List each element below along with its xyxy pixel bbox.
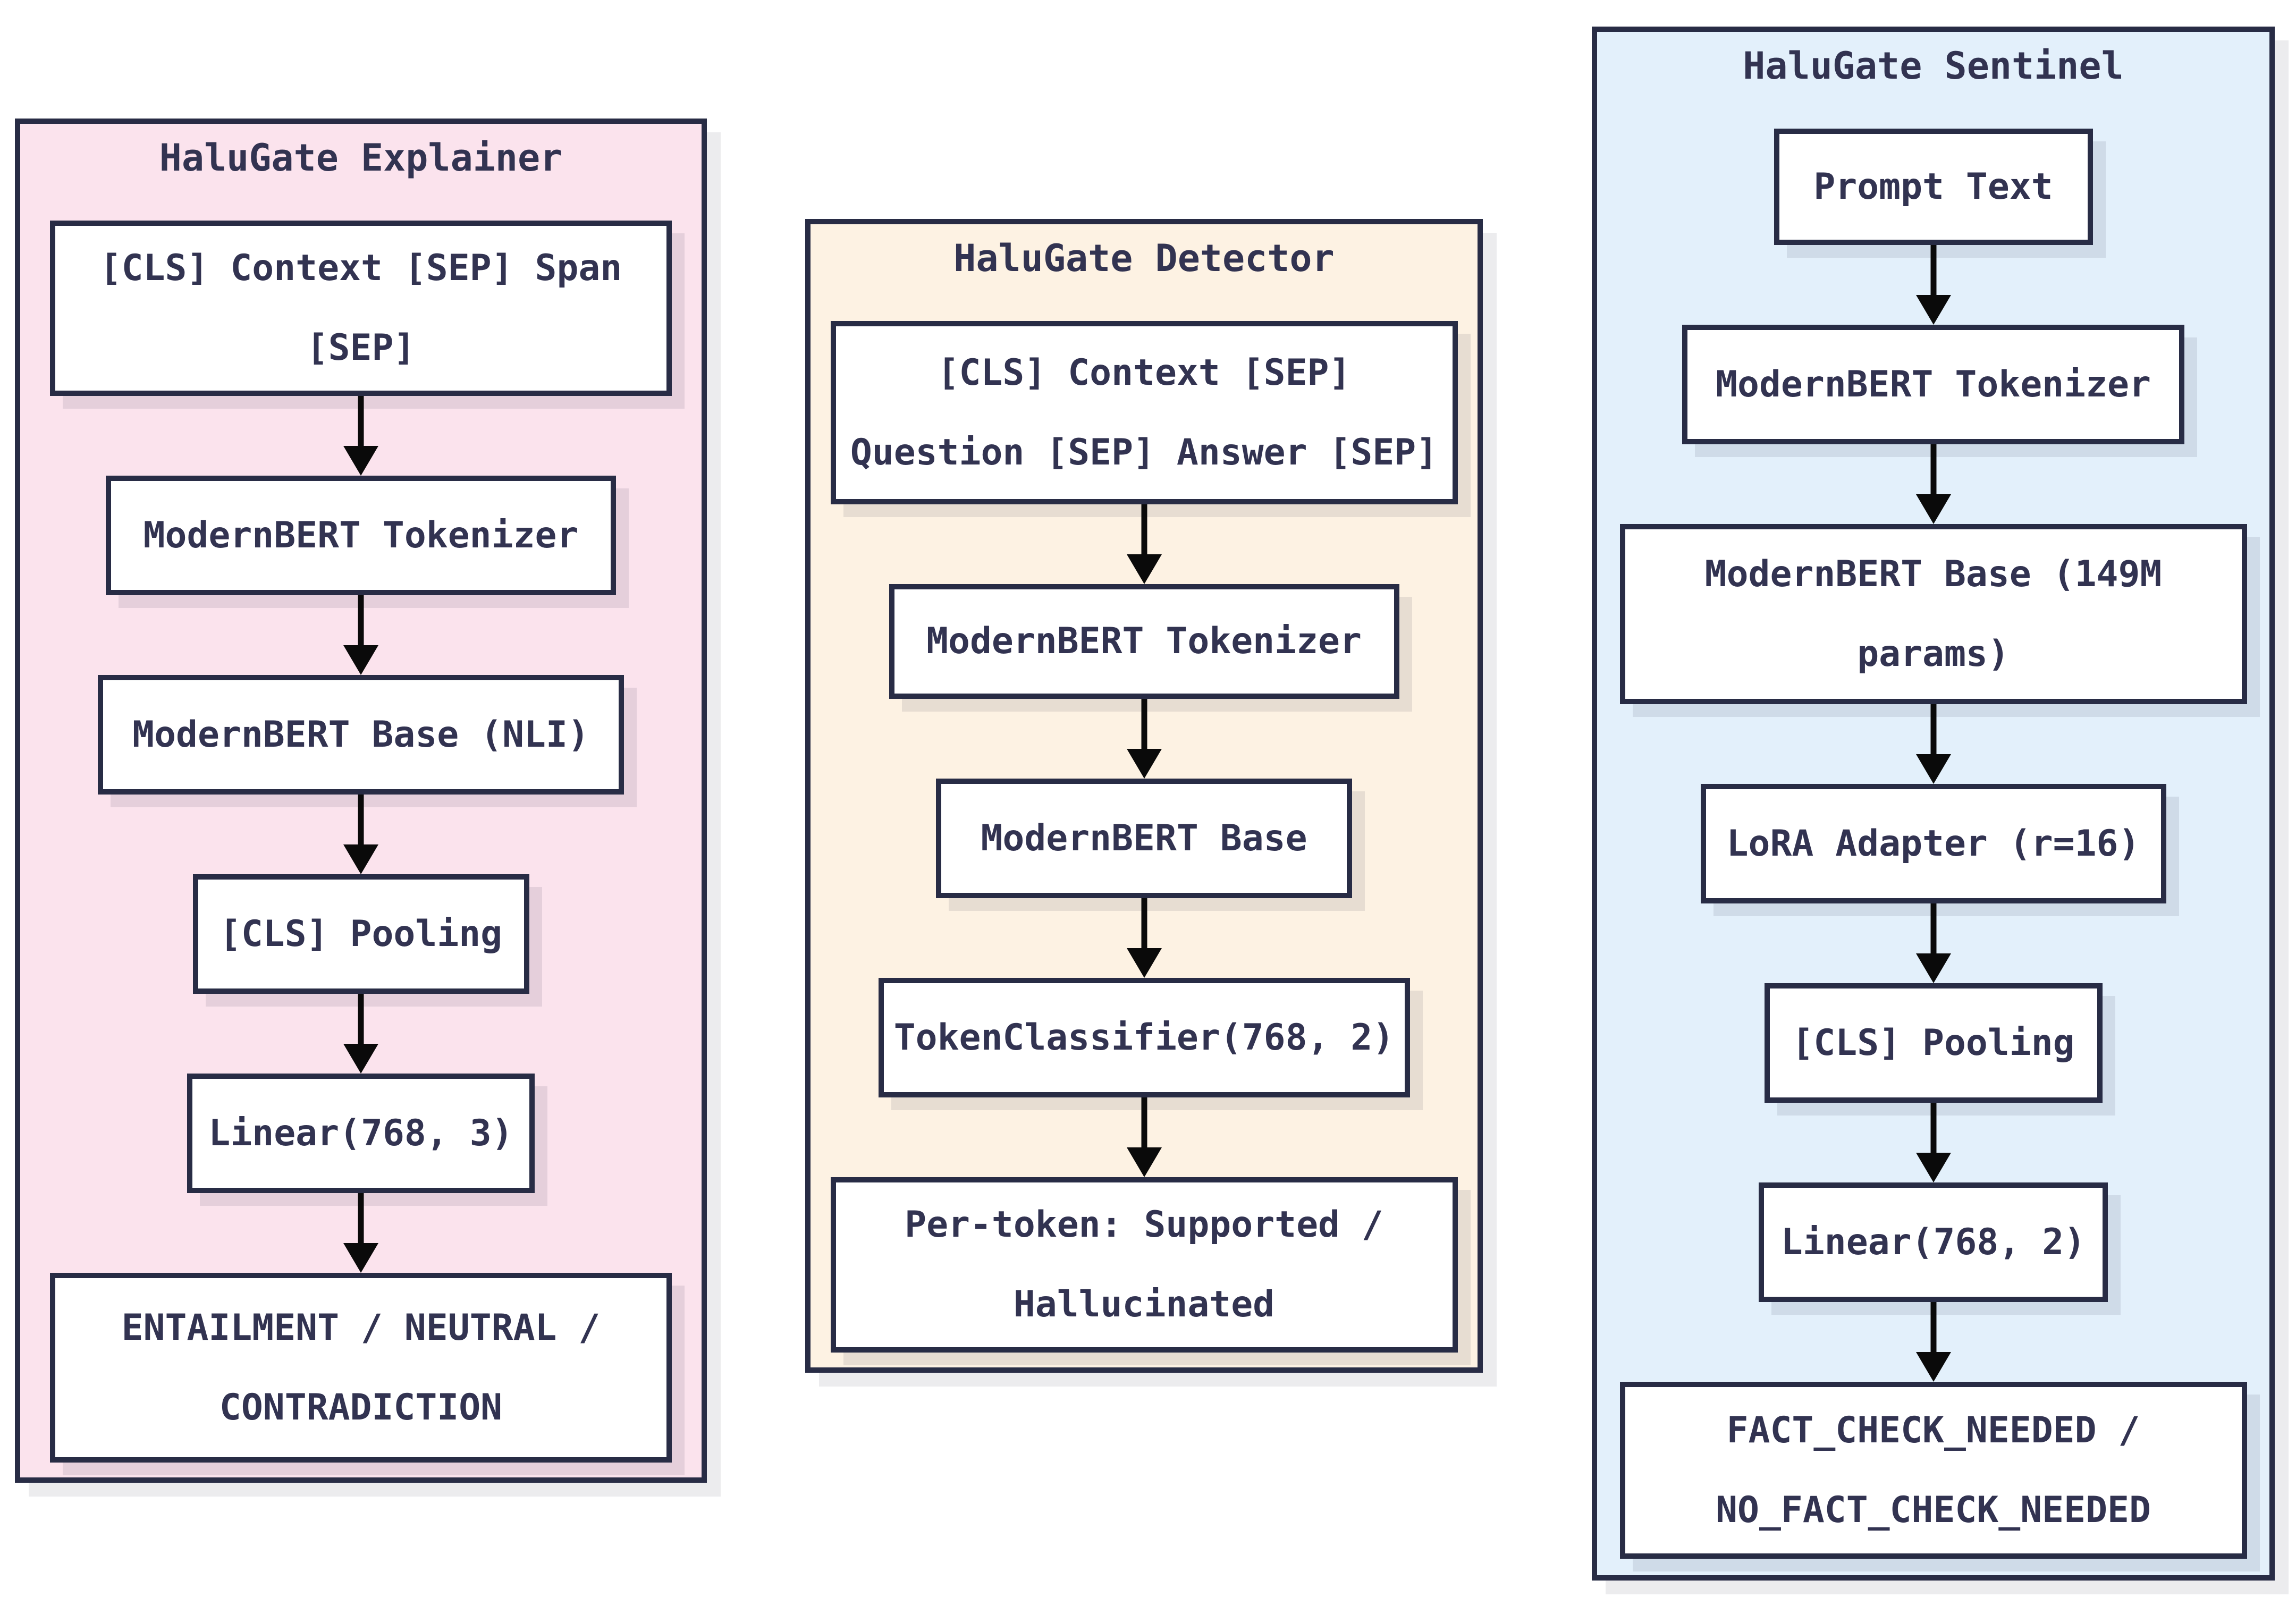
down-arrow-icon	[1915, 1103, 1952, 1182]
panel-title-sentinel: HaluGate Sentinel	[1743, 44, 2124, 88]
arrow-head	[1126, 1147, 1162, 1177]
node-explainer-output: ENTAILMENT / NEUTRAL / CONTRADICTION	[50, 1273, 672, 1463]
arrow-shaft	[358, 1193, 364, 1245]
arrow-shaft	[1930, 704, 1936, 756]
arrow-shaft	[1930, 245, 1936, 297]
down-arrow-icon	[1126, 898, 1163, 978]
arrow-shaft	[1930, 1103, 1936, 1155]
node-sentinel-lora-adapter: LoRA Adapter (r=16)	[1700, 784, 2166, 903]
down-arrow-icon	[1126, 1097, 1163, 1177]
node-explainer-base-nli: ModernBERT Base (NLI)	[98, 675, 624, 795]
arrow-head	[343, 645, 378, 675]
arrow-head	[343, 844, 378, 874]
node-detector-tokenizer: ModernBERT Tokenizer	[889, 584, 1399, 699]
arrow-shaft	[1141, 699, 1147, 751]
arrow-shaft	[358, 595, 364, 647]
node-explainer-input: [CLS] Context [SEP] Span [SEP]	[50, 221, 672, 396]
arrow-head	[1915, 295, 1951, 325]
down-arrow-icon	[342, 595, 379, 675]
arrow-head	[1915, 953, 1951, 983]
sentinel-flow: Prompt Text ModernBERT Tokenizer ModernB…	[1619, 129, 2247, 1559]
arrow-head	[1126, 554, 1162, 584]
arrow-shaft	[1930, 444, 1936, 496]
down-arrow-icon	[342, 1193, 379, 1273]
down-arrow-icon	[1915, 903, 1952, 983]
down-arrow-icon	[1915, 245, 1952, 325]
down-arrow-icon	[1915, 704, 1952, 784]
arrow-shaft	[1930, 1302, 1936, 1354]
arrow-head	[1915, 754, 1951, 784]
arrow-head	[1915, 494, 1951, 524]
down-arrow-icon	[1915, 444, 1952, 524]
down-arrow-icon	[1126, 699, 1163, 779]
node-explainer-tokenizer: ModernBERT Tokenizer	[106, 476, 616, 595]
arrow-shaft	[1141, 504, 1147, 556]
arrow-head	[1915, 1153, 1951, 1182]
node-detector-token-classifier: TokenClassifier(768, 2)	[878, 978, 1410, 1097]
arrow-head	[343, 446, 378, 476]
arrow-head	[1126, 749, 1162, 779]
node-detector-base: ModernBERT Base	[936, 779, 1352, 898]
node-sentinel-linear: Linear(768, 2)	[1759, 1182, 2108, 1302]
panel-title-explainer: HaluGate Explainer	[159, 136, 563, 180]
node-sentinel-tokenizer: ModernBERT Tokenizer	[1682, 325, 2184, 444]
arrow-head	[1915, 1352, 1951, 1382]
node-detector-output: Per-token: Supported / Hallucinated	[830, 1177, 1458, 1353]
detector-flow: [CLS] Context [SEP] Question [SEP] Answe…	[830, 321, 1458, 1353]
panel-halugate-sentinel: HaluGate Sentinel Prompt Text ModernBERT…	[1592, 27, 2275, 1581]
arrow-shaft	[1141, 1097, 1147, 1150]
node-sentinel-cls-pooling: [CLS] Pooling	[1764, 983, 2103, 1103]
panel-halugate-detector: HaluGate Detector [CLS] Context [SEP] Qu…	[805, 219, 1483, 1373]
arrow-head	[1126, 948, 1162, 978]
down-arrow-icon	[1126, 504, 1163, 584]
arrow-shaft	[358, 994, 364, 1046]
arrow-shaft	[358, 396, 364, 448]
arrow-shaft	[1141, 898, 1147, 950]
panel-halugate-explainer: HaluGate Explainer [CLS] Context [SEP] S…	[15, 119, 707, 1483]
panel-title-detector: HaluGate Detector	[953, 236, 1335, 280]
node-detector-input: [CLS] Context [SEP] Question [SEP] Answe…	[830, 321, 1458, 504]
down-arrow-icon	[1915, 1302, 1952, 1382]
arrow-head	[343, 1044, 378, 1074]
node-sentinel-output: FACT_CHECK_NEEDED / NO_FACT_CHECK_NEEDED	[1619, 1382, 2247, 1559]
node-explainer-linear: Linear(768, 3)	[187, 1074, 535, 1193]
down-arrow-icon	[342, 795, 379, 874]
node-explainer-cls-pooling: [CLS] Pooling	[192, 874, 529, 994]
down-arrow-icon	[342, 396, 379, 476]
arrow-shaft	[1930, 903, 1936, 956]
down-arrow-icon	[342, 994, 379, 1074]
explainer-flow: [CLS] Context [SEP] Span [SEP] ModernBER…	[50, 221, 672, 1463]
node-sentinel-prompt-text: Prompt Text	[1774, 129, 2093, 245]
node-sentinel-base: ModernBERT Base (149M params)	[1619, 524, 2247, 704]
arrow-shaft	[358, 795, 364, 847]
arrow-head	[343, 1243, 378, 1273]
